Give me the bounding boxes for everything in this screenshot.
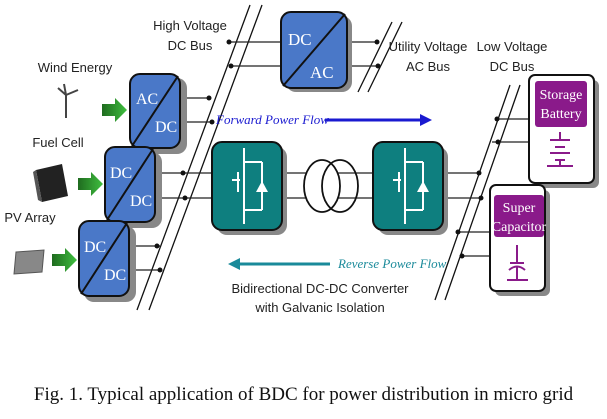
reverse-flow-label: Reverse Power Flow <box>337 256 447 271</box>
converter-out-label: DC <box>130 193 152 210</box>
reverse-flow-arrow <box>228 258 330 270</box>
forward-flow-arrow <box>325 114 432 126</box>
converter-utility: DC AC <box>280 11 352 92</box>
switch-right <box>372 141 448 235</box>
converter-in-label: AC <box>136 91 158 108</box>
high-voltage-bus <box>136 4 263 311</box>
utility-bus-label-2: AC Bus <box>406 59 451 74</box>
converter-in-label: DC <box>288 30 312 49</box>
low-voltage-label-2: DC Bus <box>490 59 535 74</box>
bdc-title: Bidirectional DC-DC Converter <box>232 281 410 296</box>
converter-fuel: DC DC <box>104 146 162 228</box>
wind-turbine-icon <box>57 83 79 118</box>
micro-grid-diagram: DC AC AC DC DC DC DC DC <box>4 4 599 315</box>
converter-pv: DC DC <box>78 220 136 302</box>
storage-battery-panel: Storage Battery <box>528 74 599 188</box>
pv-panel-icon <box>13 249 45 275</box>
forward-flow-label: Forward Power Flow <box>215 112 329 127</box>
converter-out-label: AC <box>310 63 334 82</box>
fuel-cell-label: Fuel Cell <box>32 135 83 150</box>
supercap-label-1: Super <box>503 201 536 216</box>
battery-label-1: Storage <box>540 88 583 103</box>
utility-bus-label: Utility Voltage <box>389 39 468 54</box>
battery-icon <box>547 132 573 167</box>
converter-out-label: DC <box>155 119 177 136</box>
source-arrows <box>52 98 127 272</box>
fuel-cell-icon <box>33 164 68 202</box>
high-voltage-label-2: DC Bus <box>168 38 213 53</box>
high-voltage-label: High Voltage <box>153 18 227 33</box>
figure-caption: Fig. 1. Typical application of BDC for p… <box>33 384 574 405</box>
bdc-subtitle: with Galvanic Isolation <box>254 300 384 315</box>
converter-in-label: DC <box>110 165 132 182</box>
junction-dots <box>154 39 501 273</box>
converter-in-label: DC <box>84 239 106 256</box>
utility-ac-bus <box>357 21 403 93</box>
converter-out-label: DC <box>104 267 126 284</box>
capacitor-icon <box>507 245 528 281</box>
wind-label: Wind Energy <box>38 60 113 75</box>
super-capacitor-panel: Super Capacitor <box>489 184 550 296</box>
battery-label-2: Battery <box>540 107 581 122</box>
converter-wind: AC DC <box>129 73 187 154</box>
transformer-icon <box>303 159 359 213</box>
supercap-label-2: Capacitor <box>492 220 547 235</box>
low-voltage-label: Low Voltage <box>477 39 548 54</box>
switch-left <box>211 141 287 235</box>
pv-label: PV Array <box>4 210 56 225</box>
